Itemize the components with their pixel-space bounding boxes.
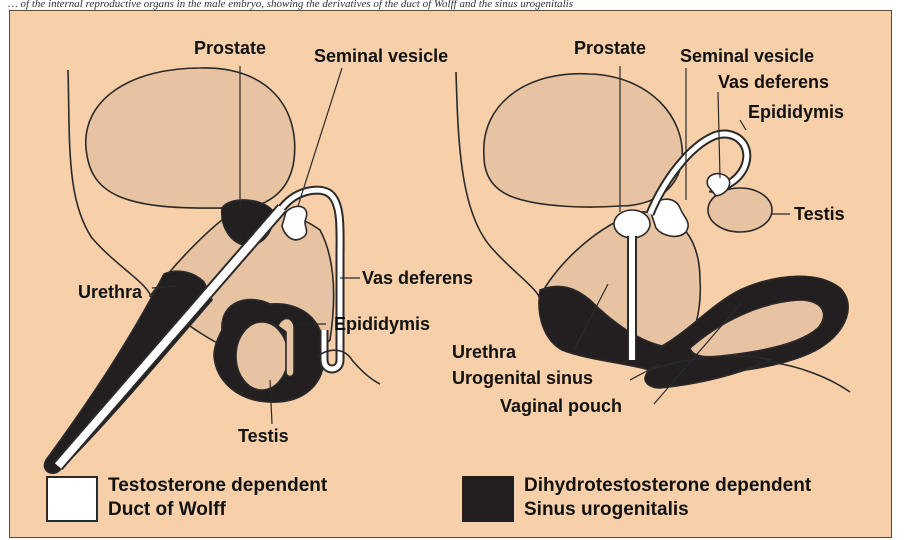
legend-black-swatch bbox=[462, 476, 514, 522]
right-label-epididymis: Epididymis bbox=[748, 102, 844, 122]
right-prostate-shape bbox=[614, 210, 650, 238]
left-label-prostate: Prostate bbox=[194, 38, 266, 58]
right-label-vas-deferens: Vas deferens bbox=[718, 72, 829, 92]
right-lower-outline bbox=[770, 362, 850, 392]
left-testis-shape bbox=[236, 322, 288, 390]
left-label-epididymis: Epididymis bbox=[334, 314, 430, 334]
legend-white-swatch bbox=[46, 476, 98, 522]
right-label-urethra: Urethra bbox=[452, 342, 517, 362]
right-label-prostate: Prostate bbox=[574, 38, 646, 58]
left-bladder bbox=[86, 68, 295, 208]
right-epididymis-pointer bbox=[740, 120, 746, 130]
left-label-vas-deferens: Vas deferens bbox=[362, 268, 473, 288]
left-seminal-pointer bbox=[298, 68, 342, 206]
left-label-seminal-vesicle: Seminal vesicle bbox=[314, 46, 448, 66]
left-label-urethra: Urethra bbox=[78, 282, 143, 302]
right-label-vaginal-pouch: Vaginal pouch bbox=[500, 396, 622, 416]
legend-white-line1: Testosterone dependent bbox=[108, 474, 327, 498]
right-label-seminal-vesicle: Seminal vesicle bbox=[680, 46, 814, 66]
left-diagram bbox=[44, 66, 380, 473]
right-label-testis: Testis bbox=[794, 204, 845, 224]
right-bladder bbox=[484, 74, 683, 207]
legend-white-line2: Duct of Wolff bbox=[108, 498, 226, 522]
left-seminal-vesicle-shape bbox=[282, 206, 307, 239]
right-label-urogenital-sinus: Urogenital sinus bbox=[452, 368, 593, 388]
left-label-testis: Testis bbox=[238, 426, 289, 446]
legend-black-line2: Sinus urogenitalis bbox=[524, 498, 689, 522]
legend-black-line1: Dihydrotestosterone dependent bbox=[524, 474, 811, 498]
